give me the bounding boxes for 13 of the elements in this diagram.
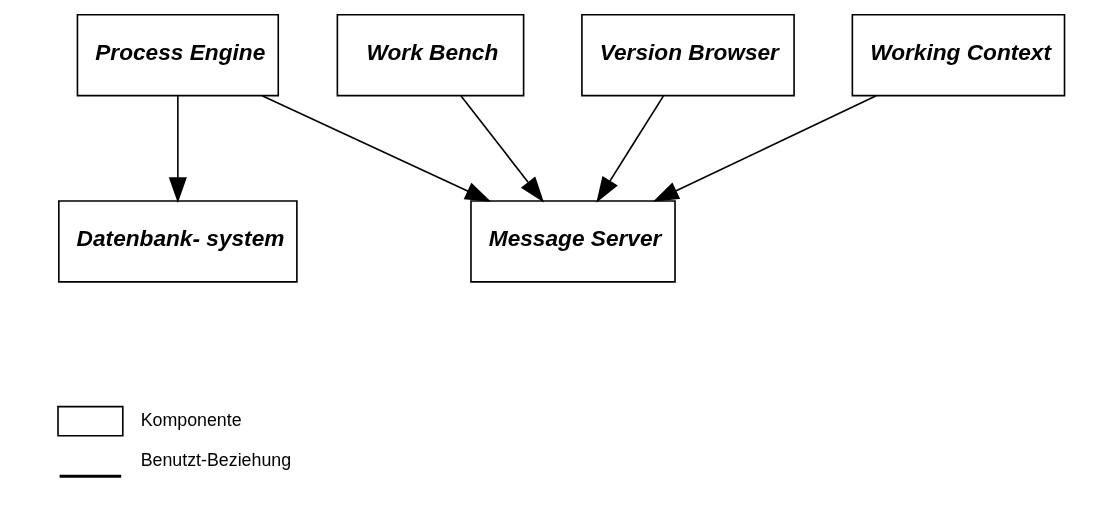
node-box: Datenbank- system (58, 200, 298, 283)
node-box: Work Bench (336, 13, 525, 97)
legend-label: Benutzt-Beziehung (140, 450, 292, 471)
arrow (168, 95, 187, 204)
arrow (652, 95, 878, 202)
legend-label: Komponente (140, 409, 242, 430)
node-box: Working Context (851, 13, 1066, 97)
node-box: Message Server (470, 200, 676, 283)
node-box: Version Browser (581, 13, 795, 97)
node-box: Process Engine (76, 13, 280, 97)
arrow (460, 95, 544, 203)
arrow (261, 95, 492, 202)
arrow (596, 95, 665, 203)
